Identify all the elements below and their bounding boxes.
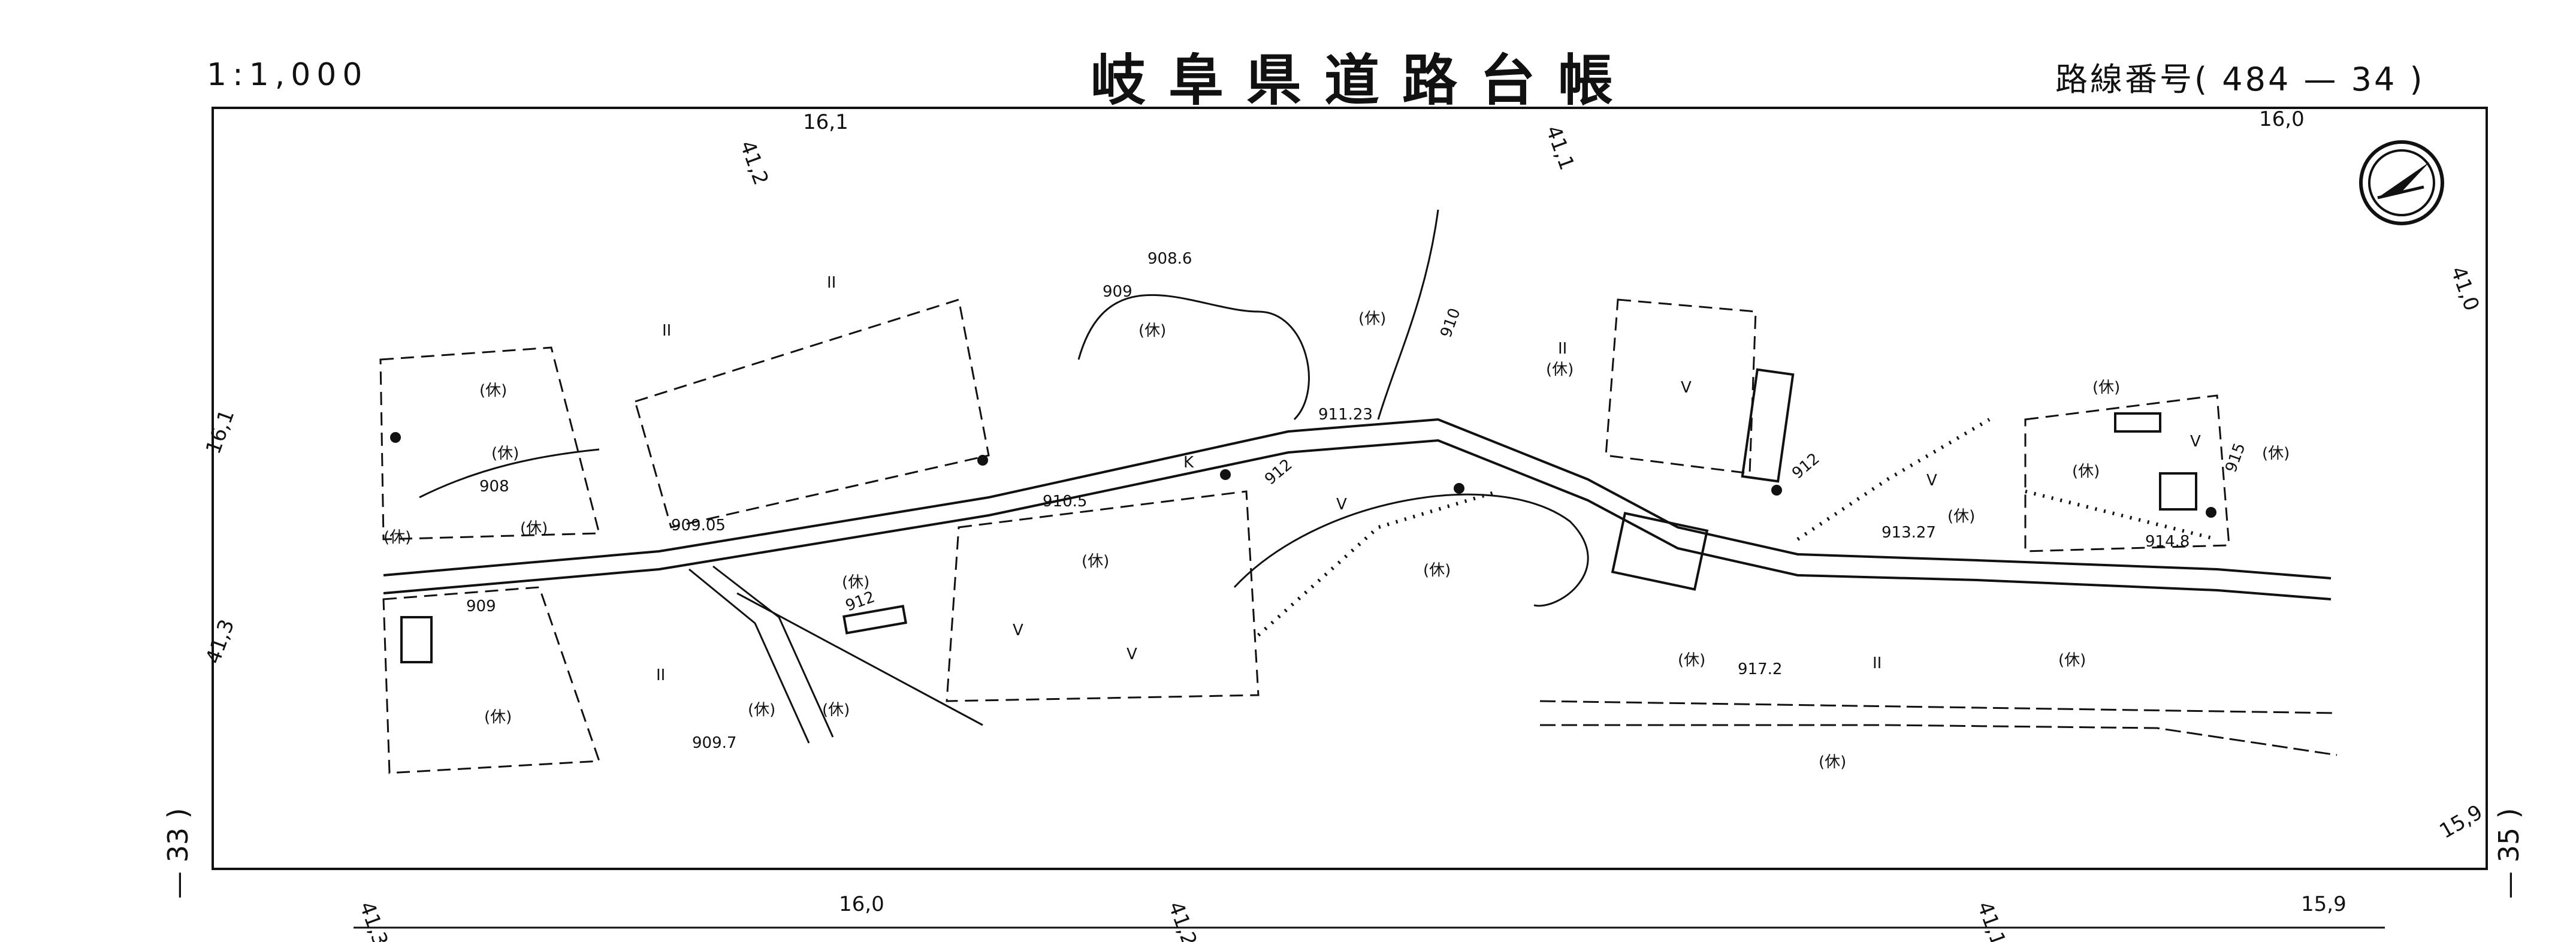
station-tick: 16,0 — [839, 892, 884, 916]
land-use-mark: (休) — [520, 520, 548, 538]
map-scale: 1:1,000 — [207, 57, 369, 93]
land-use-mark: (休) — [1819, 753, 1846, 771]
station-tick: 41,3 — [201, 616, 239, 667]
land-use-mark: (休) — [842, 573, 869, 591]
land-use-mark: (休) — [2092, 379, 2120, 397]
land-use-mark: (休) — [1546, 361, 1574, 379]
elevation-labels: 908.6 909 910 911.23 909.05 910.5 912 90… — [466, 250, 2249, 752]
rice-symbol: II — [662, 322, 671, 340]
contour-lines — [419, 209, 1589, 607]
station-tick: 41,2 — [735, 137, 773, 188]
land-use-mark: (休) — [822, 701, 850, 719]
survey-points — [390, 432, 2216, 518]
parcel-boundaries — [379, 298, 2230, 774]
station-tick: 41,1 — [1973, 898, 2010, 942]
elevation-label: 908 — [479, 478, 509, 496]
map-symbols: K II II II II II V V V V V V — [656, 274, 2201, 684]
elevation-label: 914.8 — [2145, 533, 2190, 551]
land-use-mark: (休) — [479, 382, 507, 400]
map-frame — [212, 107, 2488, 870]
land-use-mark: (休) — [383, 529, 411, 547]
land-use-mark: (休) — [1358, 310, 1386, 328]
field-symbol: V — [1127, 645, 1137, 663]
station-ticks-top: 41,2 16,1 41,1 16,0 41,0 — [735, 107, 2484, 314]
rice-symbol: II — [1873, 654, 1882, 672]
rice-symbol: II — [1558, 340, 1567, 358]
elevation-label: 913.27 — [1882, 524, 1936, 542]
land-use-marks: (休) (休) (休) (休) (休) (休) (休) (休) (休) (休) … — [383, 310, 2290, 771]
station-ticks-bottom: 41,3 16,0 41,2 41,1 15,9 — [355, 892, 2347, 942]
land-use-mark: (休) — [1082, 552, 1109, 570]
elevation-label: 912 — [1789, 449, 1823, 482]
main-road — [383, 418, 2332, 600]
field-symbol: V — [2190, 433, 2201, 451]
elevation-label: 915 — [2222, 440, 2249, 475]
elevation-label: 912 — [1261, 455, 1295, 488]
elevation-label: 909 — [466, 597, 496, 615]
station-tick: 16,1 — [803, 110, 848, 134]
elevation-label: 908.6 — [1147, 250, 1192, 268]
field-symbol: V — [1013, 621, 1023, 639]
elevation-label: 910.5 — [1043, 493, 1087, 511]
station-tick: 15,9 — [2301, 892, 2347, 916]
station-tick: 15,9 — [2436, 800, 2487, 843]
elevation-label: 909.05 — [671, 517, 726, 535]
elevation-label: 917.2 — [1738, 660, 1782, 678]
lower-road — [1539, 700, 2338, 756]
station-tick: 41,3 — [355, 898, 392, 942]
land-use-mark: (休) — [1678, 651, 1705, 669]
station-tick: 41,1 — [1541, 122, 1579, 173]
station-tick: 41,0 — [2446, 263, 2484, 314]
elevation-label: 909.7 — [692, 734, 736, 752]
land-use-mark: (休) — [1947, 508, 1975, 526]
station-tick: 16,0 — [2259, 107, 2305, 131]
k-marker: K — [1183, 454, 1194, 472]
elevation-label: 909 — [1103, 283, 1133, 301]
station-ticks-right: 15,9 — [2436, 800, 2487, 843]
field-symbol: V — [1336, 496, 1347, 514]
buildings — [400, 368, 2197, 663]
field-symbol: V — [1926, 472, 1937, 490]
branch-road — [688, 565, 983, 744]
land-use-mark: (休) — [1138, 322, 1166, 340]
station-tick: 16,1 — [201, 406, 239, 457]
station-ticks-left: 16,1 41,3 — [201, 406, 239, 667]
rice-symbol: II — [827, 274, 836, 292]
land-use-mark: (休) — [748, 701, 775, 719]
land-use-mark: (休) — [2072, 463, 2100, 481]
land-use-mark: (休) — [2058, 651, 2086, 669]
dotted-boundaries — [1257, 418, 2218, 637]
land-use-mark: (休) — [491, 445, 519, 463]
field-symbol: V — [1681, 379, 1692, 397]
rice-symbol: II — [656, 666, 665, 684]
land-use-mark: (休) — [1423, 561, 1451, 579]
station-tick: 41,2 — [1164, 898, 1201, 942]
elevation-label: 910 — [1437, 306, 1464, 340]
north-arrow-icon — [2359, 140, 2444, 225]
land-use-mark: (休) — [2262, 445, 2290, 463]
page-title: 岐阜県道路台帳 — [1091, 48, 1636, 113]
land-use-mark: (休) — [484, 708, 512, 726]
route-number: 路線番号( 484 — 34 ) — [2055, 61, 2425, 98]
elevation-label: 911.23 — [1318, 406, 1373, 424]
